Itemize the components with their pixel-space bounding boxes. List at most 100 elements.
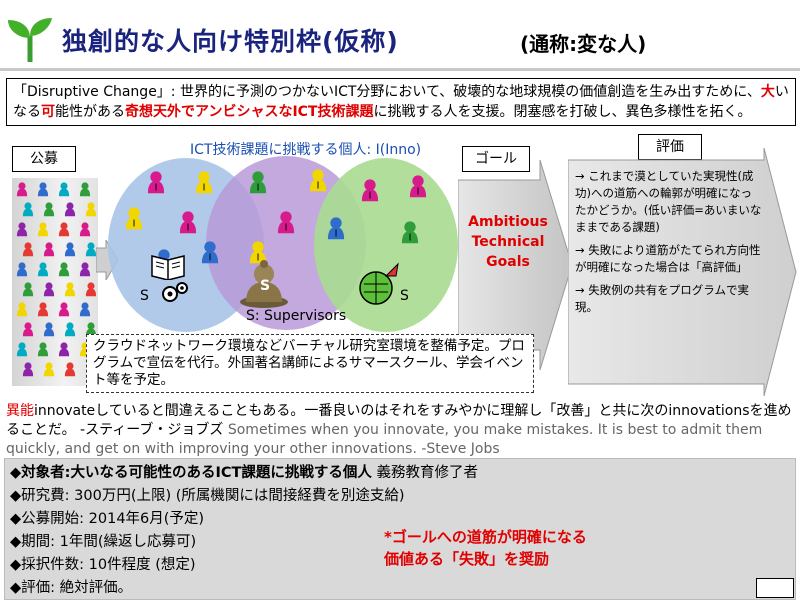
person-icon: I	[327, 217, 345, 240]
rocket-globe-icon	[359, 262, 399, 305]
person-icon	[64, 282, 76, 297]
goal-text: Ambitious Technical Goals	[462, 212, 554, 272]
svg-text:I: I	[209, 253, 212, 264]
person-icon: I	[195, 171, 213, 194]
svg-text:I: I	[335, 229, 338, 240]
condition-item: ◆公募開始: 2014年6月(予定)	[10, 508, 478, 531]
supervisors-label: S: Supervisors	[246, 308, 347, 324]
evaluation-item: → これまで漠としていた実現性(成功)への道筋への輪郭が明確になったかどうか。(…	[575, 169, 762, 234]
environment-note: クラウドネットワーク環境などバーチャル研究室環境を整備予定。プログラムで宣伝を代…	[86, 334, 534, 393]
person-icon	[37, 262, 49, 277]
intro-ka: 可	[41, 104, 55, 120]
person-icon	[22, 322, 34, 337]
conditions-list: ◆対象者:大いなる可能性のあるICT課題に挑戦する個人 義務教育修了者 ◆研究費…	[10, 462, 478, 600]
svg-text:I: I	[203, 183, 206, 194]
person-icon: I	[249, 171, 267, 194]
person-icon	[16, 302, 28, 317]
condition-label: ◆採択件数: 10件程度 (想定)	[10, 557, 196, 573]
person-icon	[22, 202, 34, 217]
svg-text:I: I	[257, 253, 260, 264]
person-icon	[58, 182, 70, 197]
intro-box: 「Disruptive Change」: 世界的に予測のつかないICT分野におい…	[6, 78, 796, 126]
svg-text:I: I	[257, 183, 260, 194]
condition-label: ◆研究費: 300万円(上限) (所属機関には間接経費を別途支給)	[10, 488, 405, 504]
person-icon	[64, 202, 76, 217]
person-icon	[43, 242, 55, 257]
svg-text:I: I	[133, 219, 136, 230]
person-icon	[64, 242, 76, 257]
quote-jp: innovateしていると間違えることもある。一番良いのはそれをすみやかに理解し…	[6, 403, 792, 438]
highlight-line-2: 価値ある「失敗」を奨励	[384, 550, 550, 568]
sprout-logo-icon	[8, 18, 52, 62]
evaluation-text: → これまで漠としていた実現性(成功)への道筋への輪郭が明確になったかどうか。(…	[575, 168, 763, 382]
s-label-2: S	[260, 278, 271, 294]
intro-dai: 大	[760, 84, 775, 100]
evaluation-item: → 失敗により道筋がたてられ方向性が明確になった場合は「高評価」	[575, 243, 761, 274]
person-icon	[43, 322, 55, 337]
svg-text:I: I	[187, 223, 190, 234]
person-icon	[16, 222, 28, 237]
person-icon	[58, 262, 70, 277]
page-title: 独創的な人向け特別枠(仮称)	[62, 27, 399, 56]
person-icon: I	[409, 175, 427, 198]
person-icon	[85, 242, 97, 257]
book-icon	[151, 255, 185, 280]
svg-text:I: I	[285, 223, 288, 234]
condition-label: ◆対象者:大いなる可能性のあるICT課題に挑戦する個人	[10, 465, 372, 481]
person-icon	[37, 342, 49, 357]
person-icon	[58, 342, 70, 357]
person-icon	[58, 302, 70, 317]
svg-text:I: I	[369, 191, 372, 202]
person-icon	[79, 182, 91, 197]
condition-label: ◆評価: 絶対評価。	[10, 580, 133, 596]
evaluation-arrow-icon	[568, 148, 797, 396]
title-divider	[0, 68, 800, 71]
intro-text-1: 「Disruptive Change」: 世界的に予測のつかないICT分野におい…	[13, 84, 761, 100]
svg-text:I: I	[317, 181, 320, 192]
condition-label: ◆期間: 1年間(繰返し応募可)	[10, 534, 197, 550]
svg-text:I: I	[155, 183, 158, 194]
goal-text-line-3: Goals	[486, 254, 530, 270]
condition-extra: 義務教育修了者	[376, 465, 478, 481]
condition-item: ◆対象者:大いなる可能性のあるICT課題に挑戦する個人 義務教育修了者	[10, 462, 478, 485]
circle-green	[314, 158, 458, 332]
buddha-statue-icon	[240, 260, 288, 308]
person-icon: I	[249, 241, 267, 264]
goal-text-line-2: Technical	[471, 234, 545, 250]
person-icon: I	[147, 171, 165, 194]
intro-text-4: に挑戦する人を支援。閉塞感を打破し、異色多様性を拓く。	[373, 104, 752, 120]
circles-title: ICT技術課題に挑戦する個人: I(Inno)	[190, 142, 422, 158]
person-icon	[58, 222, 70, 237]
person-icon	[16, 342, 28, 357]
person-icon: I	[125, 207, 143, 230]
person-icon: I	[277, 211, 295, 234]
evaluation-item: → 失敗例の共有をプログラムで実現。	[575, 283, 749, 314]
failure-highlight: *ゴールへの道筋が明確になる 価値ある「失敗」を奨励	[384, 526, 587, 570]
highlight-line-1: *ゴールへの道筋が明確になる	[384, 528, 587, 546]
s-label-3: S	[400, 288, 409, 304]
jobs-quote: 異能innovateしていると間違えることもある。一番良いのはそれをすみやかに理…	[6, 402, 794, 459]
condition-item: ◆研究費: 300万円(上限) (所属機関には間接経費を別途支給)	[10, 485, 478, 508]
condition-item: ◆期間: 1年間(繰返し応募可)	[10, 531, 478, 554]
person-icon	[22, 362, 34, 377]
intro-text-2: いなる	[13, 84, 789, 120]
person-icon	[22, 242, 34, 257]
person-icon: I	[201, 241, 219, 264]
person-icon	[16, 262, 28, 277]
person-icon	[79, 262, 91, 277]
person-icon	[43, 202, 55, 217]
person-icon	[64, 362, 76, 377]
person-icon	[37, 182, 49, 197]
s-label-1: S	[140, 288, 149, 304]
venn-circles	[108, 156, 458, 332]
person-icon: I	[179, 211, 197, 234]
person-icon: I	[361, 179, 379, 202]
condition-item: ◆評価: 絶対評価。	[10, 577, 478, 600]
person-icon	[85, 202, 97, 217]
quote-en: Sometimes when you innovate, you make mi…	[6, 422, 763, 457]
person-icon	[22, 282, 34, 297]
person-icon	[37, 222, 49, 237]
nickname: (通称:変な人)	[520, 32, 647, 56]
goal-text-line-1: Ambitious	[468, 214, 548, 230]
koubo-label: 公募	[12, 146, 76, 172]
